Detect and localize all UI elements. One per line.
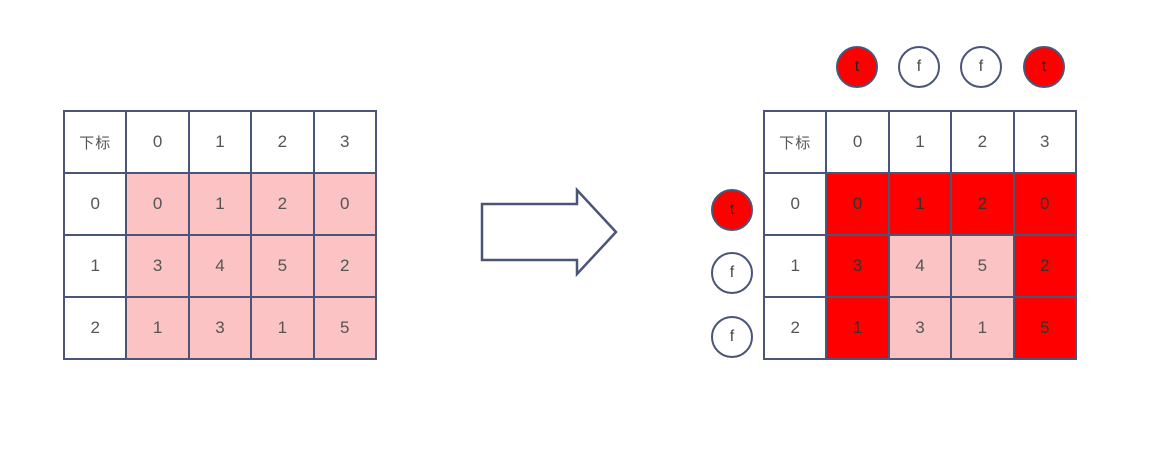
column-flag-circle: f [960,46,1002,88]
left-matrix-table: 下标 0 1 2 3 0 0 1 2 0 1 3 4 5 2 2 1 3 1 5 [63,110,377,360]
column-header-cell: 3 [1014,112,1077,174]
flag-label: f [729,328,735,345]
matrix-cell: 0 [314,174,377,236]
matrix-cell: 1 [252,298,315,360]
matrix-cell: 0 [827,174,890,236]
column-header-cell: 0 [127,112,190,174]
row-header-cell: 1 [65,236,128,298]
column-header-cell: 3 [314,112,377,174]
row-flag-circle: f [711,252,753,294]
row-flag-circle: t [711,189,753,231]
corner-header-cell: 下标 [765,112,828,174]
column-flag-circle: t [836,46,878,88]
matrix-cell: 1 [889,174,953,236]
matrix-cell: 5 [252,236,315,298]
transform-arrow-icon [480,187,618,277]
matrix-cell: 1 [189,174,253,236]
right-matrix-table: 下标 0 1 2 3 0 0 1 2 0 1 3 4 5 2 2 1 3 1 5 [763,110,1077,360]
row-header-cell: 0 [65,174,128,236]
flag-label: t [729,201,735,218]
matrix-cell: 2 [952,174,1015,236]
column-header-cell: 0 [827,112,890,174]
matrix-cell: 0 [127,174,190,236]
row-header-cell: 2 [765,298,828,360]
row-flag-circle: f [711,316,753,358]
flag-label: t [1041,58,1047,75]
column-flag-circle: t [1023,46,1065,88]
matrix-cell: 5 [952,236,1015,298]
matrix-cell: 3 [889,298,953,360]
flag-label: t [854,58,860,75]
flag-label: f [729,264,735,281]
row-header-cell: 0 [765,174,828,236]
matrix-cell: 5 [314,298,377,360]
matrix-cell: 2 [1014,236,1077,298]
flag-label: f [978,58,984,75]
column-header-cell: 1 [189,112,253,174]
matrix-cell: 2 [252,174,315,236]
matrix-cell: 3 [127,236,190,298]
row-header-cell: 2 [65,298,128,360]
column-header-cell: 2 [252,112,315,174]
corner-header-cell: 下标 [65,112,128,174]
matrix-cell: 1 [127,298,190,360]
column-header-cell: 1 [889,112,953,174]
matrix-cell: 4 [189,236,253,298]
matrix-cell: 5 [1014,298,1077,360]
matrix-cell: 2 [314,236,377,298]
matrix-cell: 1 [952,298,1015,360]
column-header-cell: 2 [952,112,1015,174]
matrix-cell: 4 [889,236,953,298]
matrix-cell: 3 [827,236,890,298]
row-header-cell: 1 [765,236,828,298]
column-flag-circle: f [898,46,940,88]
matrix-cell: 1 [827,298,890,360]
matrix-cell: 3 [189,298,253,360]
flag-label: f [916,58,922,75]
matrix-cell: 0 [1014,174,1077,236]
